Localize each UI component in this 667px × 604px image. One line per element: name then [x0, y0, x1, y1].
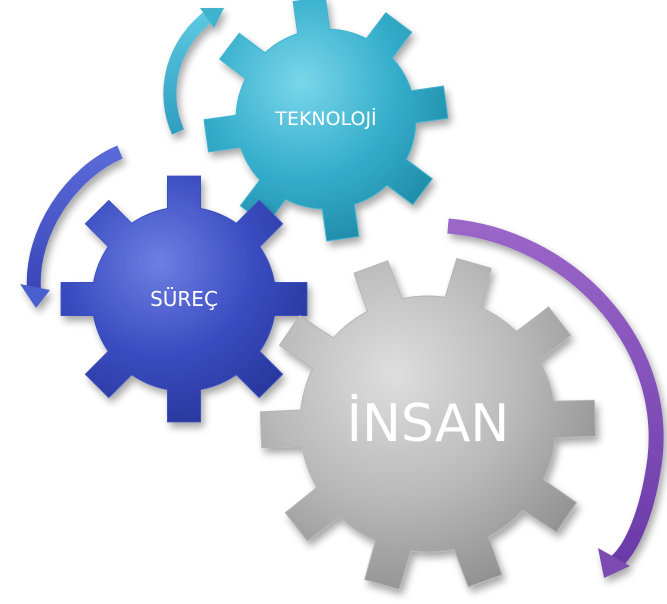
- teknoloji-arrow: [163, 8, 224, 135]
- surec-arrow-head: [20, 284, 50, 308]
- gear-insan-shape: [259, 257, 597, 591]
- surec-arrow-shaft: [26, 145, 123, 291]
- insan-arrow-shaft: [447, 218, 664, 568]
- insan-arrow: [447, 218, 664, 578]
- insan-arrow-head: [598, 548, 630, 578]
- gear-insan: İNSAN: [259, 257, 597, 591]
- teknoloji-arrow-shaft: [163, 8, 216, 135]
- gear-teknoloji: TEKNOLOJİ: [203, 0, 449, 242]
- gear-insan-label: İNSAN: [347, 393, 510, 454]
- gear-teknoloji-label: TEKNOLOJİ: [274, 107, 376, 130]
- gear-surec: SÜREÇ: [60, 175, 308, 423]
- gear-surec-shape: [60, 175, 308, 423]
- gear-teknoloji-shape: [203, 0, 449, 242]
- teknoloji-arrow-head: [200, 8, 224, 28]
- gear-surec-label: SÜREÇ: [150, 287, 218, 311]
- surec-arrow: [20, 145, 123, 308]
